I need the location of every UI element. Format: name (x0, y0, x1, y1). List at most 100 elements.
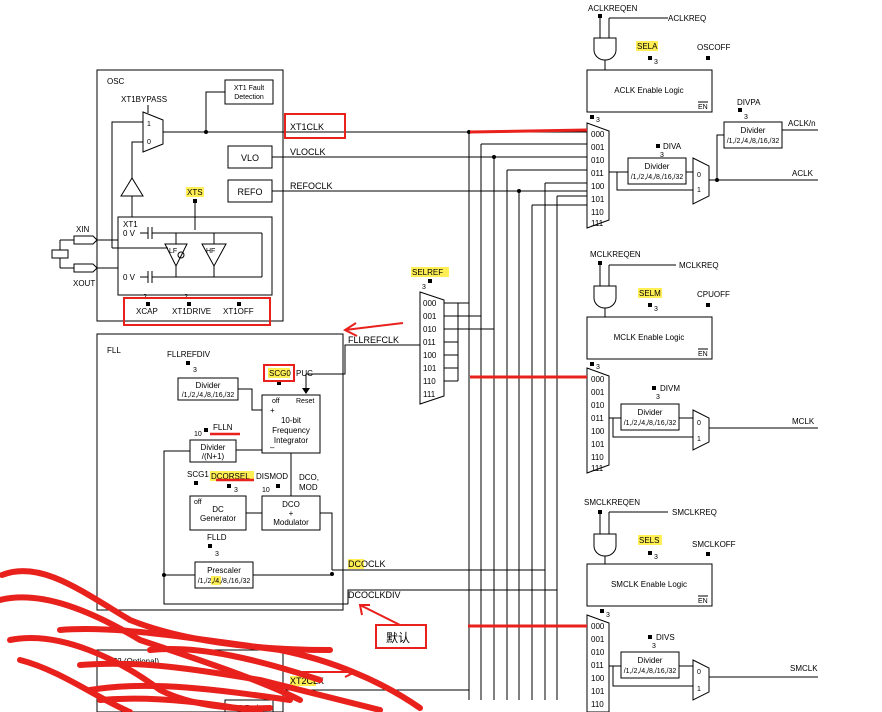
scg0-highlight-box (263, 364, 295, 382)
fllrefdiv-label: FLLREFDIV (167, 350, 211, 359)
mclkreq-label: MCLKREQ (679, 261, 719, 270)
svg-text:0: 0 (147, 139, 151, 146)
fll-title: FLL (107, 346, 121, 355)
svg-text:DCO: DCO (282, 500, 300, 509)
xt1clk-label: XT1CLK (290, 122, 324, 132)
svg-text:/1,/2,/4,/8,/16,/32: /1,/2,/4,/8,/16,/32 (198, 578, 251, 585)
svg-text:010: 010 (591, 401, 605, 410)
svg-text:Reset: Reset (296, 398, 314, 405)
aclk-pa-divider (723, 121, 783, 149)
svg-text:Generator: Generator (200, 514, 236, 523)
svg-text:DCO,: DCO, (299, 473, 319, 482)
svg-text:LF: LF (169, 248, 177, 255)
svg-text:off: off (194, 499, 202, 506)
svg-text:/(N+1): /(N+1) (202, 452, 225, 461)
fllrefclk-label: FLLREFCLK (348, 335, 399, 345)
svg-text:3: 3 (654, 59, 658, 66)
svg-text:10: 10 (262, 487, 270, 494)
svg-text:010: 010 (591, 156, 605, 165)
default-annotation-box (375, 624, 427, 649)
svg-text:+: + (289, 509, 294, 518)
xt1-block (117, 216, 273, 296)
smclkreq-label: SMCLKREQ (672, 508, 717, 517)
svg-text:Frequency: Frequency (272, 426, 310, 435)
svg-text:10-bit: 10-bit (281, 416, 302, 425)
xcap-label: XCAP (136, 307, 158, 316)
red-annotations: 默认 (0, 113, 588, 712)
mclk-mux (586, 367, 610, 474)
divs-label: DIVS (656, 633, 675, 642)
svg-text:Divider: Divider (645, 162, 670, 171)
aclkreqen-label: ACLKREQEN (588, 4, 638, 13)
svg-text:DC: DC (212, 505, 224, 514)
dcorsel-label: DCORSEL (211, 472, 250, 481)
aclk-mux (586, 122, 610, 229)
mclk-out-label: MCLK (792, 417, 815, 426)
svg-text:Divider: Divider (638, 656, 663, 665)
svg-text:110: 110 (591, 453, 604, 462)
dco-modulator (261, 495, 321, 531)
selref-in-2: 010 (423, 325, 437, 334)
xt1off-label: XT1OFF (223, 307, 254, 316)
aclk-n-label: ACLK/n (788, 119, 816, 128)
selref-mux: SELREF 3 000 001 010 011 100 101 110 111 (306, 267, 494, 405)
osc-title: OSC (107, 77, 125, 86)
svg-text:0: 0 (697, 420, 701, 427)
svg-text:3: 3 (744, 114, 748, 121)
cpuoff-label: CPUOFF (697, 290, 730, 299)
svg-text:011: 011 (591, 169, 604, 178)
default-annotation-text: 默认 (386, 630, 410, 645)
vloclk-label: VLOCLK (290, 147, 326, 157)
svg-text:1: 1 (697, 686, 701, 693)
svg-text:3: 3 (193, 367, 197, 374)
svg-text:3: 3 (596, 117, 600, 124)
svg-text:MOD: MOD (299, 483, 318, 492)
diva-label: DIVA (663, 142, 682, 151)
svg-text:+: + (270, 406, 275, 415)
frequency-integrator (261, 394, 321, 454)
svg-text:3: 3 (654, 554, 658, 561)
divpa-label: DIVPA (737, 98, 761, 107)
crystal-icon (51, 249, 69, 259)
xt1-fault-label-2: Detection (234, 94, 264, 101)
svg-text:001: 001 (591, 635, 605, 644)
fll-prescaler (194, 561, 254, 589)
svg-text:110: 110 (591, 700, 604, 709)
svg-text:011: 011 (591, 661, 604, 670)
scg0-label: SCG0 (269, 369, 291, 378)
smclk-and-gate (593, 533, 617, 557)
svg-text:3: 3 (422, 284, 426, 291)
xt1-buffer (120, 177, 144, 197)
selref-in-6: 110 (423, 377, 436, 386)
fll-block: FLL FLLREFDIV 3 Divider /1,/2,/4,/8,/16,… (96, 333, 344, 611)
svg-text:Divider: Divider (196, 381, 221, 390)
smclkoff-label: SMCLKOFF (692, 540, 736, 549)
svg-text:1: 1 (147, 121, 151, 128)
svg-text:/1,/2,/4,/8,/16,/32: /1,/2,/4,/8,/16,/32 (624, 668, 677, 675)
svg-text:000: 000 (591, 622, 605, 631)
svg-text:/1,/2,/4,/8,/16,/32: /1,/2,/4,/8,/16,/32 (182, 392, 235, 399)
svg-text:10: 10 (194, 431, 202, 438)
svg-text:EN: EN (698, 598, 708, 605)
svg-text:Divider: Divider (638, 408, 663, 417)
svg-text:3: 3 (656, 394, 660, 401)
scg1-label: SCG1 (187, 470, 209, 479)
svg-text:Divider: Divider (741, 126, 766, 135)
svg-text:001: 001 (591, 388, 605, 397)
oscoff-label: OSCOFF (697, 43, 730, 52)
svg-text:000: 000 (591, 375, 605, 384)
svg-text:000: 000 (591, 130, 605, 139)
svg-text:Prescaler: Prescaler (207, 566, 241, 575)
selref-in-7: 111 (423, 390, 436, 399)
svg-text:010: 010 (591, 648, 605, 657)
aclk-out-mux (692, 157, 710, 205)
svg-text:0: 0 (697, 172, 701, 179)
selref-in-5: 101 (423, 364, 437, 373)
xin-label: XIN (76, 225, 90, 234)
selref-in-3: 011 (423, 338, 436, 347)
xt2clk-label: XT2CLK (290, 676, 324, 686)
mclk-out-mux (692, 409, 710, 451)
smclk-enable-logic (586, 563, 713, 607)
svg-text:3: 3 (654, 306, 658, 313)
svg-text:011: 011 (591, 414, 604, 423)
